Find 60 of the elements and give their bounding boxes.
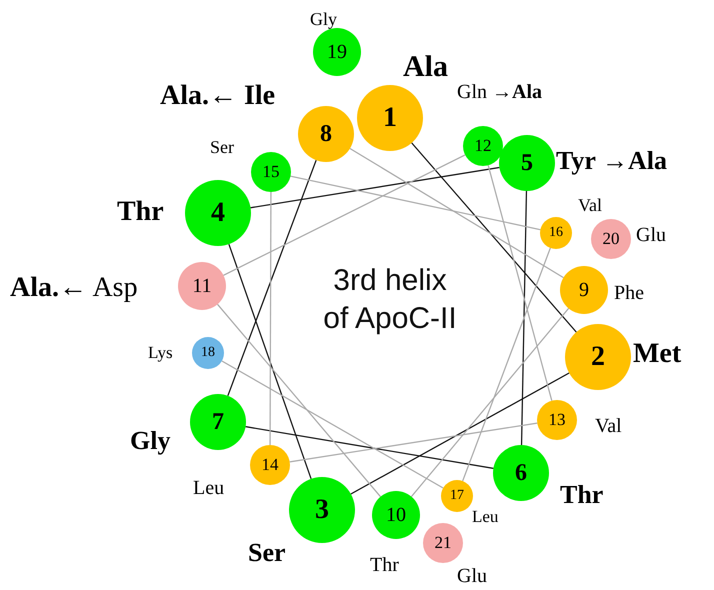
residue-label: Gly bbox=[130, 428, 170, 454]
residue-circle: 18 bbox=[192, 337, 224, 369]
residue-label: Thr bbox=[117, 198, 164, 226]
residue-circle: 16 bbox=[540, 217, 572, 249]
connector-line bbox=[223, 154, 466, 276]
residue-label: Ala.← Ile bbox=[160, 82, 276, 110]
residue-circle: 3 bbox=[289, 477, 355, 543]
residue-circle: 5 bbox=[499, 135, 555, 191]
connector-line bbox=[269, 192, 272, 445]
residue-label: Ser bbox=[210, 138, 234, 156]
connector-line bbox=[290, 422, 538, 462]
residue-label: Val bbox=[595, 416, 622, 436]
connector-line bbox=[350, 148, 564, 278]
residue-label: Thr bbox=[370, 555, 399, 575]
helix-title: 3rd helix of ApoC-II bbox=[322, 263, 458, 336]
residue-circle: 1 bbox=[357, 85, 423, 151]
residue-circle: 12 bbox=[463, 126, 503, 166]
connector-line bbox=[246, 426, 494, 469]
residue-label: Gly bbox=[310, 10, 337, 28]
residue-label: Phe bbox=[614, 283, 644, 303]
residue-label: Thr bbox=[560, 482, 604, 508]
residue-label: Gln →Ala bbox=[457, 82, 542, 102]
residue-label: Glu bbox=[457, 566, 487, 586]
residue-circle: 13 bbox=[537, 400, 577, 440]
residue-label: Lys bbox=[148, 344, 173, 361]
residue-label: Tyr →Ala bbox=[556, 148, 667, 174]
residue-circle: 7 bbox=[190, 394, 246, 450]
residue-circle: 19 bbox=[313, 28, 361, 76]
residue-circle: 9 bbox=[560, 266, 608, 314]
residue-circle: 6 bbox=[493, 445, 549, 501]
residue-circle: 14 bbox=[250, 445, 290, 485]
connector-line bbox=[227, 160, 317, 396]
residue-label: Leu bbox=[193, 478, 224, 498]
connector-line bbox=[350, 372, 570, 495]
connector-line bbox=[410, 308, 570, 497]
residue-label: Ala bbox=[403, 52, 448, 82]
connector-line bbox=[228, 244, 312, 480]
residue-label: Ser bbox=[248, 540, 286, 566]
residue-circle: 20 bbox=[591, 219, 631, 259]
residue-label: Leu bbox=[472, 508, 498, 525]
residue-circle: 8 bbox=[298, 106, 354, 162]
residue-label: Ala.← Asp bbox=[10, 274, 138, 302]
connector-line bbox=[462, 248, 551, 482]
residue-circle: 11 bbox=[178, 262, 226, 310]
residue-label: Met bbox=[633, 340, 682, 368]
residue-label: Val bbox=[578, 196, 602, 214]
residue-circle: 21 bbox=[423, 523, 463, 563]
connector-line bbox=[488, 165, 552, 401]
residue-circle: 17 bbox=[441, 480, 473, 512]
residue-circle: 4 bbox=[185, 180, 251, 246]
connector-line bbox=[520, 190, 528, 446]
connector-line bbox=[222, 360, 444, 489]
residue-label: Glu bbox=[636, 225, 666, 245]
connector-line bbox=[411, 142, 577, 332]
connector-line bbox=[250, 166, 500, 208]
connector-line bbox=[217, 304, 381, 498]
residue-circle: 10 bbox=[372, 491, 420, 539]
connector-line bbox=[290, 176, 540, 230]
residue-circle: 2 bbox=[565, 324, 631, 390]
residue-circle: 15 bbox=[251, 152, 291, 192]
